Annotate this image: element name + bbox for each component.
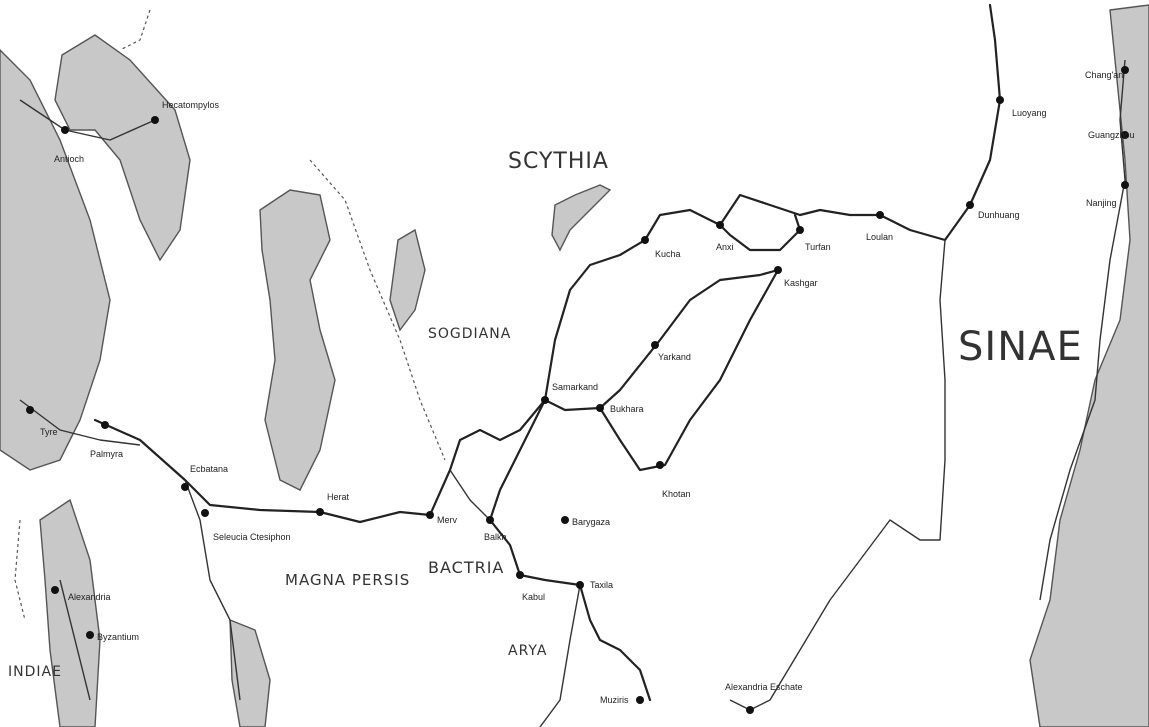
lake-balkhash	[551, 184, 612, 252]
svg-text:Ecbatana: Ecbatana	[190, 464, 228, 474]
svg-text:Antioch: Antioch	[54, 154, 84, 164]
svg-text:Kashgar: Kashgar	[784, 278, 818, 288]
svg-text:Hecatompylos: Hecatompylos	[162, 100, 220, 110]
svg-text:Anxi: Anxi	[716, 242, 734, 252]
route-south	[488, 398, 652, 702]
city-kucha: Kucha	[641, 236, 681, 259]
svg-text:Taxila: Taxila	[590, 580, 613, 590]
region-sinae: SINAE	[958, 324, 1083, 370]
city-changan: Chang'an	[1085, 66, 1129, 80]
city-guangzhou: Guangzhou	[1088, 130, 1135, 140]
route-india	[539, 584, 581, 727]
city-alexandria: Alexandria	[51, 586, 111, 602]
route-southeast	[729, 239, 946, 711]
region-scythia: SCYTHIA	[508, 149, 609, 174]
city-turfan: Turfan	[796, 226, 831, 252]
svg-text:Palmyra: Palmyra	[90, 449, 123, 459]
city-byzantium: Byzantium	[86, 631, 139, 642]
city-palmyra: Palmyra	[90, 421, 123, 459]
route-main-west	[93, 398, 547, 524]
city-samarkand: Samarkand	[541, 382, 598, 404]
city-tyre: Tyre	[26, 406, 58, 437]
city-anxi: Anxi	[716, 221, 734, 252]
svg-text:Herat: Herat	[327, 492, 350, 502]
route-sw-1	[184, 479, 241, 701]
city-antioch: Antioch	[54, 126, 84, 164]
route-bactria	[449, 469, 491, 521]
border-dashed-1	[309, 159, 446, 461]
route-south-loop	[543, 268, 780, 472]
city-luoyang: Luoyang	[996, 96, 1047, 118]
svg-text:Chang'an: Chang'an	[1085, 70, 1123, 80]
black-sea	[54, 34, 191, 262]
svg-text:Yarkand: Yarkand	[658, 352, 691, 362]
city-alexandria-eschate: Alexandria Eschate	[725, 682, 803, 714]
svg-text:Barygaza: Barygaza	[572, 517, 610, 527]
persian-gulf	[229, 618, 271, 727]
route-west-2	[19, 399, 141, 446]
city-taxila: Taxila	[576, 580, 613, 590]
svg-text:Kucha: Kucha	[655, 249, 681, 259]
city-khotan: Khotan	[656, 461, 691, 499]
svg-text:Balkh: Balkh	[484, 532, 507, 542]
svg-text:Muziris: Muziris	[600, 695, 629, 705]
city-barygaza: Barygaza	[561, 516, 610, 527]
region-indiae: INDIAE	[8, 664, 62, 680]
svg-text:Khotan: Khotan	[662, 489, 691, 499]
city-dunhuang: Dunhuang	[966, 201, 1020, 220]
svg-text:Guangzhou: Guangzhou	[1088, 130, 1135, 140]
border-dashed-3	[14, 519, 26, 621]
city-kashgar: Kashgar	[774, 266, 818, 288]
pacific-ocean	[1029, 4, 1149, 727]
region-arya: ARYA	[508, 643, 547, 659]
region-bactria: BACTRIA	[428, 558, 504, 577]
city-loulan: Loulan	[866, 211, 893, 242]
border-dashed-2	[119, 9, 151, 51]
svg-text:Dunhuang: Dunhuang	[978, 210, 1020, 220]
svg-text:Merv: Merv	[437, 515, 457, 525]
svg-text:Tyre: Tyre	[40, 427, 58, 437]
svg-text:Seleucia Ctesiphon: Seleucia Ctesiphon	[213, 532, 291, 542]
city-nanjing: Nanjing	[1086, 181, 1129, 208]
city-yarkand: Yarkand	[651, 341, 691, 362]
svg-text:Kabul: Kabul	[522, 592, 545, 602]
aral-sea	[389, 228, 426, 332]
route-east	[968, 3, 1002, 207]
caspian-sea	[259, 189, 336, 491]
city-ecbatana: Ecbatana	[181, 464, 228, 491]
route-north	[543, 193, 972, 402]
svg-text:Samarkand: Samarkand	[552, 382, 598, 392]
city-bukhara: Bukhara	[596, 404, 644, 414]
route-east-coast	[1039, 59, 1126, 601]
svg-text:Byzantium: Byzantium	[97, 632, 139, 642]
svg-text:Loulan: Loulan	[866, 232, 893, 242]
svg-text:Bukhara: Bukhara	[610, 404, 644, 414]
route-sw-2	[59, 579, 91, 701]
city-hecatompylos: Hecatompylos	[151, 100, 220, 124]
svg-text:Turfan: Turfan	[805, 242, 831, 252]
svg-text:Alexandria Eschate: Alexandria Eschate	[725, 682, 803, 692]
city-seleucia: Seleucia Ctesiphon	[201, 509, 291, 542]
svg-text:Nanjing: Nanjing	[1086, 198, 1117, 208]
region-sogdiana: SOGDIANA	[428, 326, 511, 342]
region-persis: MAGNA PERSIS	[285, 571, 410, 589]
city-muziris: Muziris	[600, 695, 644, 705]
svg-text:Alexandria: Alexandria	[68, 592, 111, 602]
city-balkh: Balkh	[484, 516, 507, 542]
svg-text:Luoyang: Luoyang	[1012, 108, 1047, 118]
city-kabul: Kabul	[516, 571, 545, 602]
city-merv: Merv	[426, 511, 457, 525]
city-herat: Herat	[316, 492, 350, 516]
red-sea	[39, 498, 101, 727]
